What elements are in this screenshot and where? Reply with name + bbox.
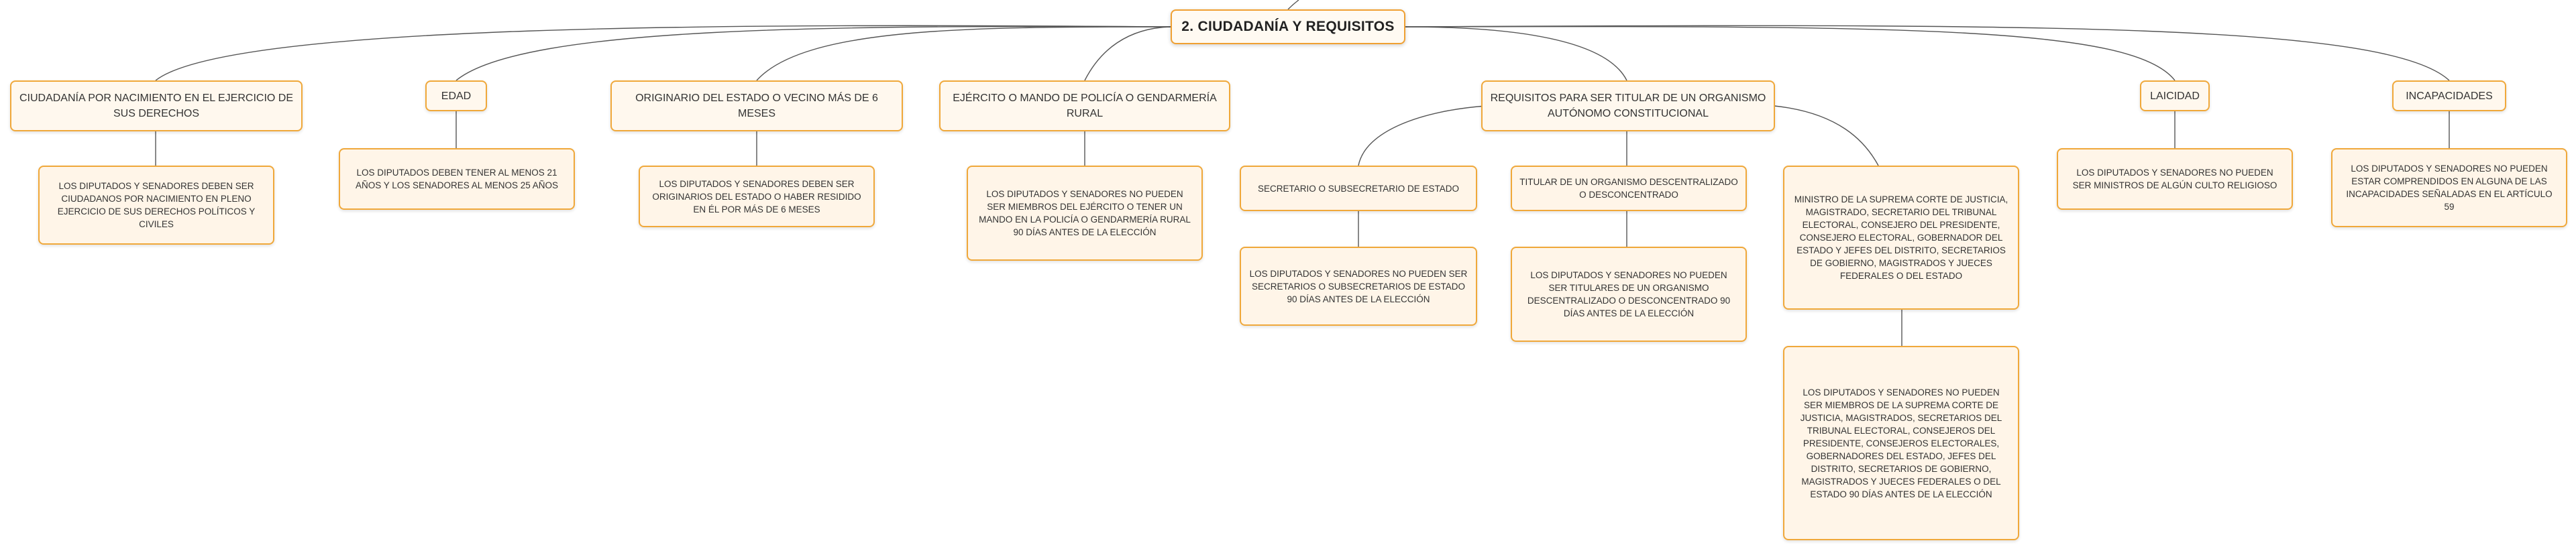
connector-root-branch-1 [155, 25, 1171, 81]
branch-edad-label: EDAD [441, 90, 472, 102]
connector-root-branch-3 [756, 26, 1171, 81]
connector-root-branch-2 [455, 25, 1171, 81]
child-titular-detail[interactable]: LOS DIPUTADOS Y SENADORES NO PUEDEN SER … [1511, 247, 1747, 342]
branch-originario-label: ORIGINARIO DEL ESTADO O VECINO MÁS DE 6 … [635, 93, 878, 119]
child-secretario-detail[interactable]: LOS DIPUTADOS Y SENADORES NO PUEDEN SER … [1240, 247, 1477, 326]
branch-originario-detail[interactable]: LOS DIPUTADOS Y SENADORES DEBEN SER ORIG… [639, 166, 875, 227]
branch-laicidad-detail-text: LOS DIPUTADOS Y SENADORES NO PUEDEN SER … [2072, 168, 2277, 190]
child-secretario-node[interactable]: SECRETARIO O SUBSECRETARIO DE ESTADO [1240, 166, 1477, 211]
branch-ejercito-detail[interactable]: LOS DIPUTADOS Y SENADORES NO PUEDEN SER … [967, 166, 1203, 261]
branch-ejercito-label: EJÉRCITO O MANDO DE POLICÍA O GENDARMERÍ… [953, 93, 1217, 119]
child-ministro-detail-text: LOS DIPUTADOS Y SENADORES NO PUEDEN SER … [1800, 387, 2002, 499]
branch-edad-node[interactable]: EDAD [425, 80, 487, 111]
child-ministro-detail[interactable]: LOS DIPUTADOS Y SENADORES NO PUEDEN SER … [1783, 346, 2019, 540]
connector-branch-5-child-1 [1358, 105, 1487, 166]
branch-ejercito-node[interactable]: EJÉRCITO O MANDO DE POLICÍA O GENDARMERÍ… [939, 80, 1230, 131]
child-titular-node[interactable]: TITULAR DE UN ORGANISMO DESCENTRALIZADO … [1511, 166, 1747, 211]
branch-incapacidades-label: INCAPACIDADES [2406, 90, 2493, 102]
branch-ciudadania-detail[interactable]: LOS DIPUTADOS Y SENADORES DEBEN SER CIUD… [38, 166, 274, 245]
connector-branch-5-child-3 [1774, 105, 1879, 166]
branch-originario-detail-text: LOS DIPUTADOS Y SENADORES DEBEN SER ORIG… [652, 178, 861, 215]
connector-root-top [1287, 0, 1299, 10]
child-ministro-node[interactable]: MINISTRO DE LA SUPREMA CORTE DE JUSTICIA… [1783, 166, 2019, 310]
branch-laicidad-detail[interactable]: LOS DIPUTADOS Y SENADORES NO PUEDEN SER … [2057, 148, 2293, 210]
branch-requisitos-label: REQUISITOS PARA SER TITULAR DE UN ORGANI… [1490, 93, 1766, 119]
branch-originario-node[interactable]: ORIGINARIO DEL ESTADO O VECINO MÁS DE 6 … [610, 80, 903, 131]
branch-ejercito-detail-text: LOS DIPUTADOS Y SENADORES NO PUEDEN SER … [979, 189, 1191, 237]
branch-ciudadania-detail-text: LOS DIPUTADOS Y SENADORES DEBEN SER CIUD… [57, 181, 256, 229]
child-secretario-label: SECRETARIO O SUBSECRETARIO DE ESTADO [1257, 183, 1460, 194]
root-label: 2. CIUDADANÍA Y REQUISITOS [1181, 19, 1395, 34]
child-titular-label: TITULAR DE UN ORGANISMO DESCENTRALIZADO … [1519, 177, 1738, 200]
branch-incapacidades-node[interactable]: INCAPACIDADES [2392, 80, 2506, 111]
branch-edad-detail[interactable]: LOS DIPUTADOS DEBEN TENER AL MENOS 21 AÑ… [339, 148, 575, 210]
connector-root-branch-7 [1405, 25, 2450, 81]
branch-laicidad-node[interactable]: LAICIDAD [2140, 80, 2210, 111]
child-ministro-label: MINISTRO DE LA SUPREMA CORTE DE JUSTICIA… [1794, 194, 2008, 281]
child-secretario-detail-text: LOS DIPUTADOS Y SENADORES NO PUEDEN SER … [1249, 268, 1468, 304]
branch-laicidad-label: LAICIDAD [2150, 90, 2200, 102]
branch-ciudadania-label: CIUDADANÍA POR NACIMIENTO EN EL EJERCICI… [19, 93, 294, 119]
connector-root-branch-6 [1405, 25, 2176, 81]
connector-root-branch-5 [1405, 26, 1627, 81]
branch-requisitos-node[interactable]: REQUISITOS PARA SER TITULAR DE UN ORGANI… [1481, 80, 1775, 131]
branch-incapacidades-detail[interactable]: LOS DIPUTADOS Y SENADORES NO PUEDEN ESTA… [2331, 148, 2567, 227]
root-node[interactable]: 2. CIUDADANÍA Y REQUISITOS [1171, 9, 1405, 44]
branch-incapacidades-detail-text: LOS DIPUTADOS Y SENADORES NO PUEDEN ESTA… [2346, 164, 2553, 212]
child-titular-detail-text: LOS DIPUTADOS Y SENADORES NO PUEDEN SER … [1527, 270, 1731, 318]
branch-ciudadania-node[interactable]: CIUDADANÍA POR NACIMIENTO EN EL EJERCICI… [10, 80, 303, 131]
branch-edad-detail-text: LOS DIPUTADOS DEBEN TENER AL MENOS 21 AÑ… [355, 168, 559, 190]
connector-root-branch-4 [1084, 26, 1171, 81]
